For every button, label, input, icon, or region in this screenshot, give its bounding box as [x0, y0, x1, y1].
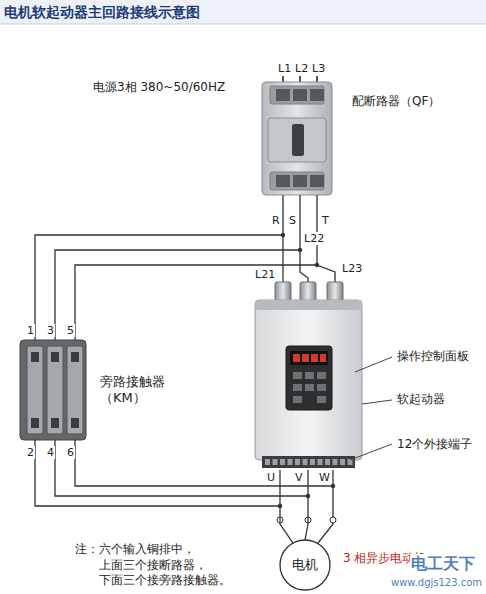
terminal-label: 4 — [46, 446, 55, 459]
terminal-label: 2 — [26, 446, 35, 459]
terminal-label: 3 — [46, 324, 55, 337]
watermark: www.dgjs123.com — [390, 577, 483, 589]
leader-line — [350, 357, 392, 460]
node-label: 旁路接触器 （KM） — [100, 374, 184, 407]
soft-starter: 软起动器 — [255, 282, 362, 470]
terminal-label: 5 — [66, 324, 75, 337]
terminal-label: U — [266, 471, 276, 484]
watermark: 电工天下 — [410, 554, 476, 573]
callout-label: 操作控制面板 — [396, 349, 470, 363]
terminal-label: V — [294, 471, 304, 484]
terminal-label: 1 — [26, 324, 35, 337]
terminal-label: L21 — [254, 268, 276, 281]
note-text: 注：六个输入铜排中， 上面三个接断路器， 下面三个接旁路接触器。 — [75, 542, 276, 589]
terminal-label: T — [321, 214, 330, 227]
wire — [35, 195, 283, 340]
terminal-label: L2 — [294, 62, 309, 75]
wire — [55, 195, 335, 543]
wire — [305, 470, 308, 540]
breaker: 配断路器（QF） — [262, 82, 332, 195]
terminal-label: L23 — [341, 262, 363, 275]
title-rule — [0, 24, 486, 25]
contactor-symbol — [20, 340, 86, 440]
terminal-label: L22 — [303, 232, 325, 245]
supply-label: 电源3相 380~50/60HZ — [92, 80, 226, 94]
terminal-label: R — [271, 214, 281, 227]
terminal-label: W — [318, 471, 331, 484]
terminal-label: 6 — [66, 446, 75, 459]
soft-starter-symbol — [255, 282, 362, 468]
callout-label: 12个外接端子 — [396, 437, 473, 451]
title-band — [0, 0, 486, 24]
terminal-label: L1 — [277, 62, 292, 75]
wire — [35, 440, 293, 543]
motor: 电机 — [280, 540, 330, 590]
terminal-label: S — [288, 214, 297, 227]
node-label: 软起动器 — [397, 392, 445, 407]
node-label: 电机 — [292, 557, 318, 573]
bypass-contactor: 旁路接触器 （KM） — [20, 340, 86, 440]
breaker-symbol — [262, 76, 332, 195]
node-label: 配断路器（QF） — [352, 94, 440, 109]
diagram-title: 电机软起动器主回路接线示意图 — [4, 4, 200, 21]
motor-symbol — [277, 517, 336, 590]
terminal-label: L3 — [311, 62, 326, 75]
